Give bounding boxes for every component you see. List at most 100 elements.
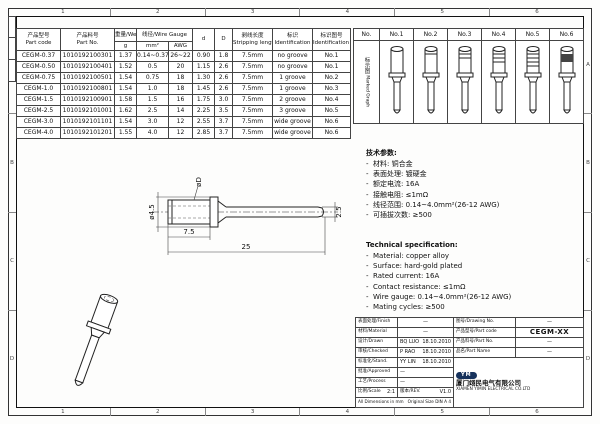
- table-cell: 7.5mm: [232, 50, 273, 62]
- table-cell: No.1: [312, 61, 351, 73]
- table-cell: 12: [168, 127, 193, 139]
- table-cell: 1010192100501: [60, 72, 115, 84]
- marked-graph-pin-cell: [379, 40, 414, 124]
- signoff-entry: —: [397, 367, 454, 378]
- table-cell: 2.6: [214, 83, 233, 95]
- tech-cn-list: 材料: 铜合金表面处理: 镀硬金额定电流: 16A接触电阻: ≤1mΩ线径范围:…: [366, 159, 582, 220]
- table-cell: 1.37: [114, 50, 137, 62]
- frame-index-label: 3: [204, 408, 300, 416]
- spec-item: Wire gauge: 0.14~4.0mm²(26-12 AWG): [366, 292, 582, 302]
- table-cell: 1010192100901: [60, 94, 115, 106]
- table-cell: 1.30: [192, 72, 215, 84]
- table-cell: CEGM-4.0: [16, 127, 61, 139]
- marked-graph-pin-cell: [515, 40, 550, 124]
- frame-index-label: 4: [299, 408, 394, 416]
- table-cell: 1010192101101: [60, 116, 115, 128]
- signoff-entry: —: [397, 377, 454, 388]
- part-name-label: 品名/Part Name: [453, 347, 516, 358]
- frame-index-label: 5: [394, 408, 489, 416]
- signoff-label: 标准化/Stand.: [355, 357, 398, 368]
- header-text-cn: 标识: [286, 33, 298, 40]
- frame-index-label: 3: [204, 8, 300, 16]
- table-cell: 0.90: [192, 50, 215, 62]
- title-block: 表面处理/Finish — 图号/Drawing No. — 材料/Materi…: [355, 317, 584, 408]
- marked-graph-pin-cell: [447, 40, 482, 124]
- table-cell: 7.5mm: [232, 61, 273, 73]
- table-cell: 2 groove: [272, 94, 313, 106]
- material-label: 材料/Material: [355, 327, 398, 338]
- table-cell: 1.62: [114, 105, 137, 117]
- part-no-label: 产品料号/Part No.: [453, 337, 516, 348]
- frame-index-label: 6: [489, 8, 584, 16]
- table-cell: No.4: [312, 94, 351, 106]
- header-text-en: Part No.: [76, 39, 99, 46]
- frame-index-label: 6: [489, 408, 584, 416]
- table-cell: 1010192101001: [60, 105, 115, 117]
- table-cell: CEGM-3.0: [16, 116, 61, 128]
- spec-item: Contact resistance: ≤1mΩ: [366, 282, 582, 292]
- header-text-en: Stripping length: [233, 39, 272, 46]
- table-cell: No.6: [312, 116, 351, 128]
- table-cell: 0.5: [136, 61, 169, 73]
- tech-cn-title: 技术参数:: [366, 149, 397, 157]
- part-no-value: —: [515, 337, 584, 348]
- frame-index-label: C: [584, 211, 592, 310]
- finish-label: 表面处理/Finish: [355, 317, 398, 328]
- frame-index-label: 4: [299, 8, 394, 16]
- tech-spec-cn: 技术参数: 材料: 铜合金表面处理: 镀硬金额定电流: 16A接触电阻: ≤1m…: [366, 148, 582, 220]
- table-cell: 1 groove: [272, 72, 313, 84]
- header-text-en: Identification: [274, 39, 311, 46]
- header-text-cn: 产品型号: [27, 33, 50, 40]
- company-logo: YM: [456, 371, 477, 380]
- material-value: —: [397, 327, 454, 338]
- marked-pin-drawing: [388, 46, 406, 114]
- table-cell: 3.7: [214, 127, 233, 139]
- marked-graph-pin-cell: [413, 40, 448, 124]
- table-cell: CEGM-1.0: [16, 83, 61, 95]
- spec-item: 材料: 铜合金: [366, 159, 582, 169]
- header-text-en: Part code: [25, 39, 52, 46]
- tech-en-list: Material: copper alloySurface: hard-gold…: [366, 251, 582, 312]
- table-cell: CEGM-0.37: [16, 50, 61, 62]
- table-cell: CEGM-1.5: [16, 94, 61, 106]
- table-cell: 7.5mm: [232, 116, 273, 128]
- frame-index-label: A: [586, 61, 590, 68]
- table-cell: 1.75: [192, 94, 215, 106]
- frame-index-label: C: [8, 211, 16, 310]
- table-cell: 3 groove: [272, 105, 313, 117]
- table-cell: 7.5mm: [232, 105, 273, 117]
- marked-graph-side-label: 标示图 Marked Graph: [353, 40, 380, 124]
- table-cell: wide groove: [272, 127, 313, 139]
- marked-graph-col-header: No.4: [481, 28, 516, 41]
- table-cell: 14: [168, 105, 193, 117]
- marked-graph-pin-cell: [481, 40, 516, 124]
- table-cell: 7.5mm: [232, 83, 273, 95]
- marked-pin-drawing: [490, 46, 508, 114]
- table-cell: 1.8: [214, 50, 233, 62]
- frame-index-label: 5: [394, 8, 489, 16]
- spec-item: 额定电流: 16A: [366, 179, 582, 189]
- table-cell: 2.5: [136, 105, 169, 117]
- table-cell: 1.52: [114, 61, 137, 73]
- spec-item: Material: copper alloy: [366, 251, 582, 261]
- table-cell: No.2: [312, 72, 351, 84]
- table-cell: 1010192100801: [60, 83, 115, 95]
- table-cell: 7.5mm: [232, 72, 273, 84]
- frame-index-label: 1: [61, 9, 65, 15]
- table-cell: 3.5: [214, 105, 233, 117]
- table-cell: 1.54: [114, 116, 137, 128]
- marked-graph-col-header: No.6: [549, 28, 584, 41]
- header-text-en: Identification No.: [313, 39, 350, 46]
- table-cell: CEGM-0.50: [16, 61, 61, 73]
- side-label-en: Marked Graph: [364, 75, 370, 108]
- spec-item: Rated current: 16A: [366, 271, 582, 281]
- table-cell: 2.85: [192, 127, 215, 139]
- col-header-identification-no: 标识图号 Identification No.: [312, 28, 351, 51]
